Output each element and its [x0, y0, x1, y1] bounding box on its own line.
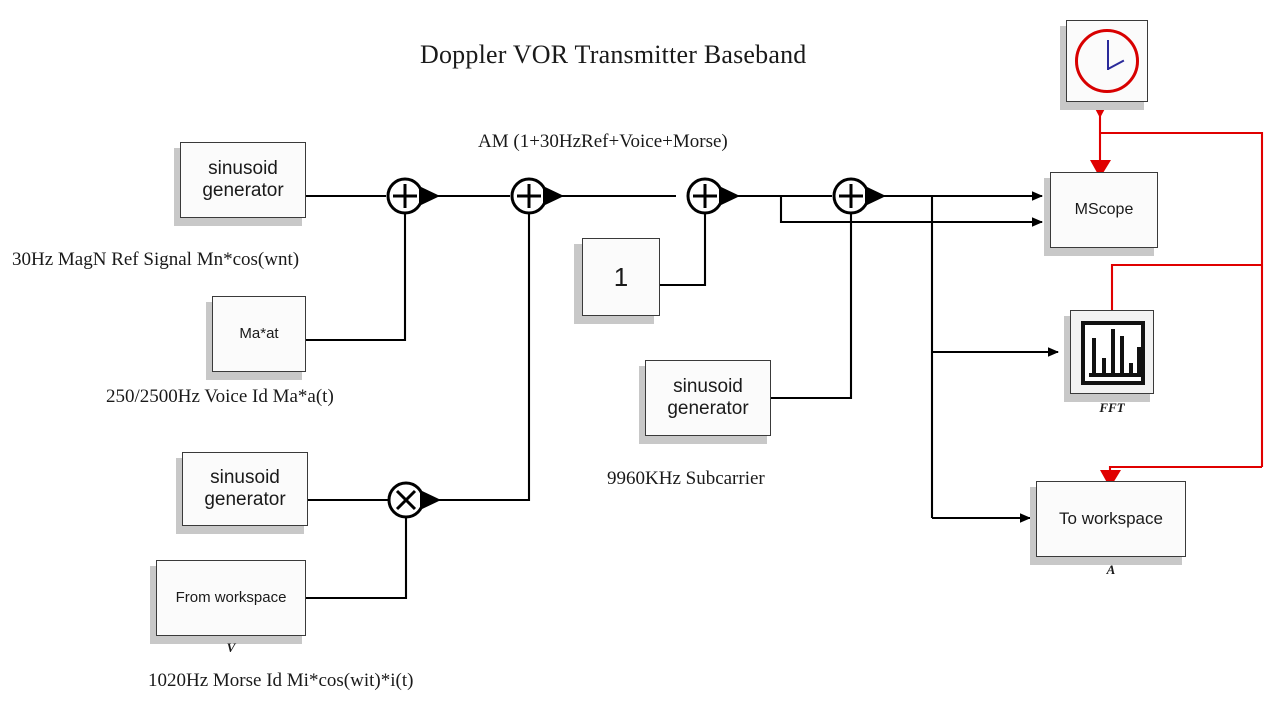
block-sinusoid-generator-ref[interactable]: sinusoid generator [180, 142, 306, 218]
sin-ref-line2: generator [202, 180, 284, 201]
fft-baseline [1089, 373, 1143, 377]
from-workspace-tag: V [226, 640, 236, 655]
wire-const-to-sum3 [650, 214, 707, 290]
clock-hand-minute [1107, 40, 1109, 70]
fft-tag: FFT [1099, 400, 1125, 415]
fft-bar [1129, 363, 1133, 376]
clock-icon [1075, 29, 1139, 93]
block-voice-gain[interactable]: Ma*at [212, 296, 306, 372]
block-fft[interactable] [1070, 310, 1154, 394]
fft-bar [1092, 338, 1096, 376]
sum-node-4 [832, 177, 886, 215]
constant-label: 1 [613, 261, 629, 292]
voice-label: Ma*at [239, 325, 279, 343]
wire-subcarrier-to-sum4 [757, 214, 853, 403]
sin-morse-line2: generator [204, 489, 286, 510]
caption-ref-signal: 30Hz MagN Ref Signal Mn*cos(wnt) [12, 249, 300, 270]
block-sinusoid-generator-subcarrier[interactable]: sinusoid generator [645, 360, 771, 436]
arrow-clock-into-toworkspace [1100, 470, 1121, 488]
caption-subcarrier: 9960KHz Subcarrier [607, 468, 765, 489]
product-node-1 [387, 481, 441, 519]
signal-wires [290, 191, 1059, 603]
block-to-workspace[interactable]: To workspace [1036, 481, 1186, 557]
wire-product-to-sum2 [404, 214, 531, 505]
page-title: Doppler VOR Transmitter Baseband [420, 40, 807, 69]
caption-am-sum: AM (1+30HzRef+Voice+Morse) [478, 131, 728, 152]
block-mscope[interactable]: MScope [1050, 172, 1158, 248]
sin-subcarrier-line1: sinusoid [673, 375, 743, 397]
caption-voice-id: 250/2500Hz Voice Id Ma*a(t) [106, 386, 334, 407]
block-clock[interactable] [1066, 20, 1148, 102]
sin-morse-line1: sinusoid [210, 466, 280, 488]
wire-fromws-to-product [290, 518, 408, 603]
wire-voice-to-sum1 [290, 214, 407, 345]
sum-node-2 [510, 177, 564, 215]
fft-spectrum-icon [1081, 321, 1145, 385]
fft-bar [1111, 329, 1115, 376]
block-from-workspace[interactable]: From workspace [156, 560, 306, 636]
to-workspace-label: To workspace [1059, 508, 1163, 528]
block-constant-one[interactable]: 1 [582, 238, 660, 316]
sum-node-1 [386, 177, 440, 215]
fft-bar [1102, 358, 1106, 376]
clock-arrowheads [1090, 103, 1123, 488]
sin-subcarrier-line2: generator [667, 398, 749, 419]
block-sinusoid-generator-morse[interactable]: sinusoid generator [182, 452, 308, 526]
fft-bar [1137, 347, 1141, 376]
caption-morse-id: 1020Hz Morse Id Mi*cos(wit)*i(t) [148, 670, 414, 691]
wire-clock-bus-right [1100, 131, 1264, 467]
arrow-clock-into-mscope [1090, 160, 1111, 178]
to-workspace-tag: A [1106, 562, 1116, 577]
wire-clock-to-toworkspace [1108, 465, 1262, 470]
from-workspace-label: From workspace [175, 589, 287, 607]
fft-bar [1120, 336, 1124, 376]
clock-wires [1098, 108, 1264, 470]
sum-node-3 [686, 177, 740, 215]
operator-symbols [386, 177, 886, 519]
wire-clock-to-fft [1110, 263, 1262, 310]
sin-ref-line1: sinusoid [208, 157, 278, 179]
mscope-label: MScope [1074, 200, 1134, 218]
